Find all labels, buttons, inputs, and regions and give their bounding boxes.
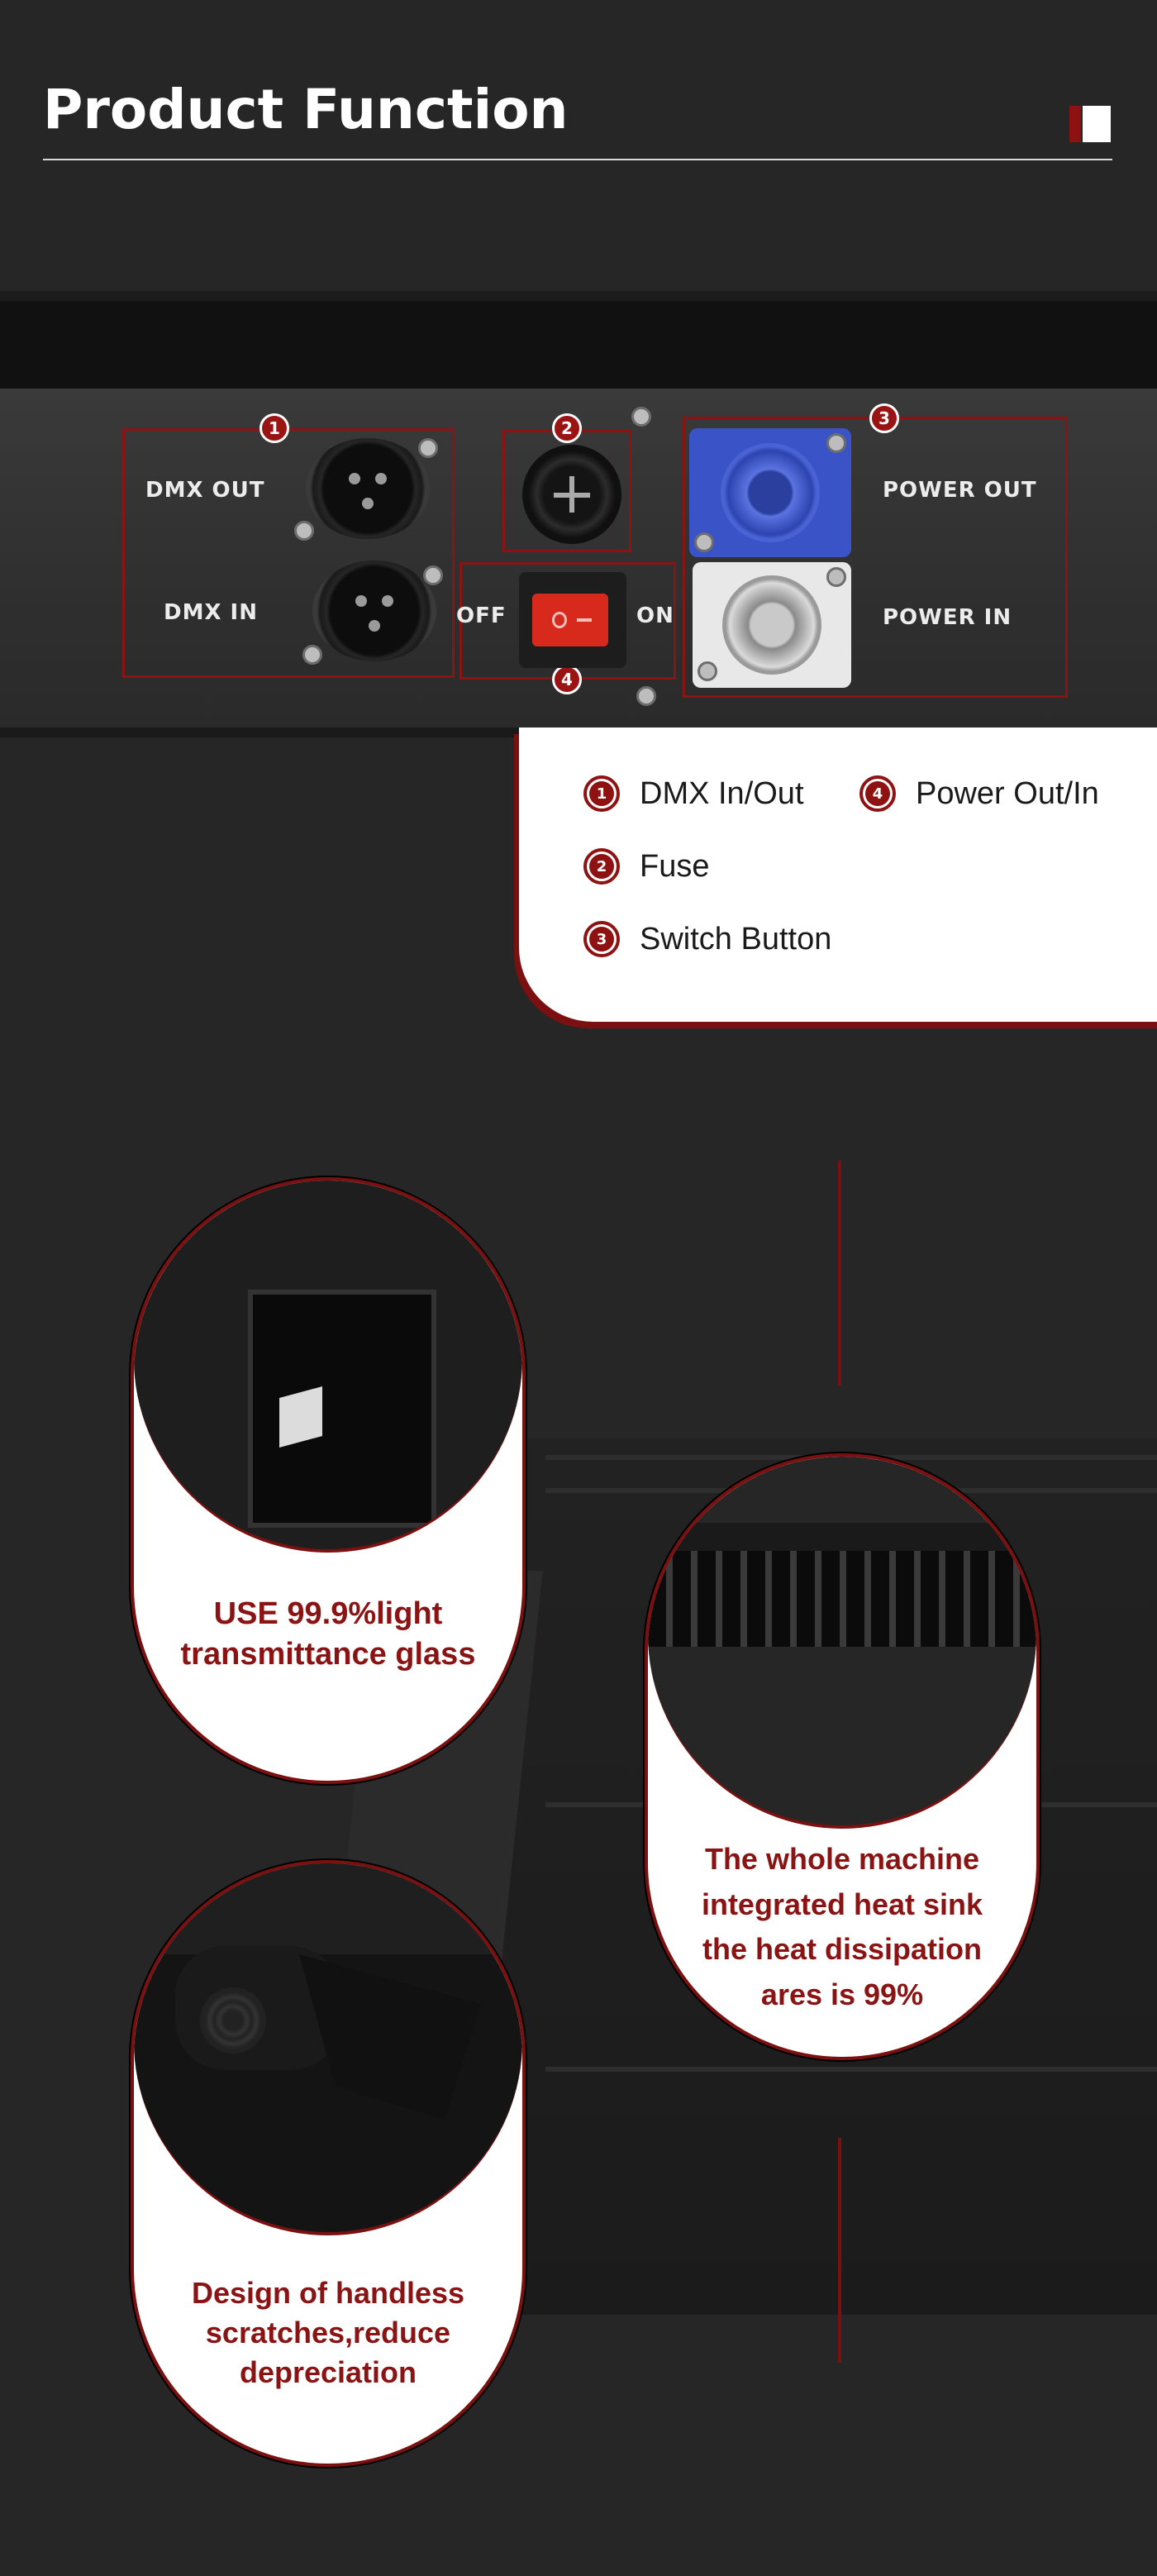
screw-icon	[694, 532, 714, 552]
legend-label: Switch Button	[640, 921, 832, 956]
accent-line	[838, 2138, 841, 2363]
knob-ridges	[200, 1987, 266, 2054]
xlr-pin	[362, 498, 374, 509]
legend-label: Fuse	[640, 848, 710, 884]
glass-photo	[134, 1181, 522, 1553]
feature-line: the heat dissipation	[702, 1932, 983, 1967]
legend-number-text: 1	[589, 781, 614, 806]
legend-number: 4	[859, 775, 896, 812]
legend-label: Power Out/In	[916, 775, 1099, 811]
title-mark-white	[1083, 106, 1111, 142]
power-in-label: POWER IN	[883, 605, 1012, 630]
switch-on-label: ON	[636, 603, 674, 628]
switch-off-glyph	[552, 612, 567, 628]
xlr-pin	[355, 595, 367, 607]
legend-number: 2	[583, 848, 620, 885]
feature-text: USE 99.9%light transmittance glass	[134, 1594, 522, 1676]
power-in-connector[interactable]	[693, 562, 851, 688]
screw-icon	[826, 567, 846, 587]
feature-line: Design of handless	[191, 2276, 465, 2310]
xlr-pin	[369, 620, 380, 632]
feature-text: Design of handless scratches,reduce depr…	[134, 2273, 522, 2393]
feature-line: transmittance glass	[180, 1637, 476, 1672]
dmx-out-label: DMX OUT	[145, 478, 265, 503]
feature-line: integrated heat sink	[701, 1887, 983, 1921]
feature-line: scratches,reduce	[205, 2316, 451, 2350]
powercon-ring	[721, 443, 820, 542]
dmx-in-label: DMX IN	[164, 600, 258, 625]
title-mark-red	[1069, 106, 1081, 142]
screw-icon	[631, 407, 651, 427]
powercon-ring	[722, 575, 821, 675]
feature-line: The whole machine	[704, 1842, 980, 1876]
feature-line: depreciation	[239, 2355, 417, 2390]
screw-icon	[423, 565, 443, 585]
title-underline	[43, 159, 1112, 160]
switch-on-glyph	[577, 618, 592, 622]
fixture-top-bar	[0, 301, 1157, 390]
fixture-top-edge	[0, 291, 1157, 303]
legend-number-text: 4	[865, 781, 890, 806]
legend-item-fuse: 2 Fuse	[583, 848, 709, 885]
handle-photo	[134, 1863, 522, 2235]
feature-line: USE 99.9%light	[213, 1596, 443, 1631]
dmx-out-connector[interactable]	[306, 438, 430, 539]
badge-3: 3	[869, 403, 899, 433]
feature-line: ares is 99%	[760, 1977, 924, 2012]
heatsink-fins	[648, 1548, 1036, 1647]
power-out-label: POWER OUT	[883, 478, 1037, 503]
power-out-connector[interactable]	[689, 428, 851, 557]
legend-number-text: 3	[589, 927, 614, 952]
feature-card-handle: Design of handless scratches,reduce depr…	[131, 1860, 526, 2467]
heatsink-base	[648, 1523, 1036, 1551]
screw-icon	[698, 661, 717, 681]
badge-4: 4	[552, 665, 582, 694]
legend-label: DMX In/Out	[640, 775, 804, 811]
heatsink-photo	[648, 1457, 1036, 1829]
glass-window	[248, 1290, 436, 1528]
screw-icon	[826, 433, 846, 453]
handle-plate	[299, 1954, 481, 2120]
feature-card-heatsink: The whole machine integrated heat sink t…	[645, 1453, 1040, 2060]
legend-item-switch: 3 Switch Button	[583, 921, 831, 957]
feature-text: The whole machine integrated heat sink t…	[648, 1837, 1036, 2018]
dmx-in-connector[interactable]	[312, 561, 436, 661]
xlr-pin	[349, 473, 360, 484]
screw-icon	[294, 521, 314, 541]
handle-top	[134, 1863, 522, 1954]
legend-item-dmx: 1 DMX In/Out	[583, 775, 804, 812]
switch-off-label: OFF	[456, 603, 507, 628]
legend-number: 1	[583, 775, 620, 812]
screw-icon	[636, 686, 656, 706]
power-switch-button[interactable]	[532, 594, 608, 646]
accent-line	[838, 1161, 841, 1386]
legend-number: 3	[583, 921, 620, 957]
fixture-rib	[545, 2067, 1157, 2072]
fuse-slot	[569, 476, 574, 513]
badge-1: 1	[259, 413, 289, 443]
page-title: Product Function	[43, 78, 569, 141]
screw-icon	[418, 438, 438, 458]
screw-icon	[302, 645, 322, 665]
badge-2: 2	[552, 413, 582, 443]
fuse-holder[interactable]	[522, 445, 621, 544]
legend-item-power: 4 Power Out/In	[859, 775, 1099, 812]
xlr-pin	[375, 473, 387, 484]
feature-card-glass: USE 99.9%light transmittance glass	[131, 1177, 526, 1784]
xlr-pin	[382, 595, 393, 607]
legend-card	[519, 727, 1157, 1022]
legend-number-text: 2	[589, 854, 614, 879]
